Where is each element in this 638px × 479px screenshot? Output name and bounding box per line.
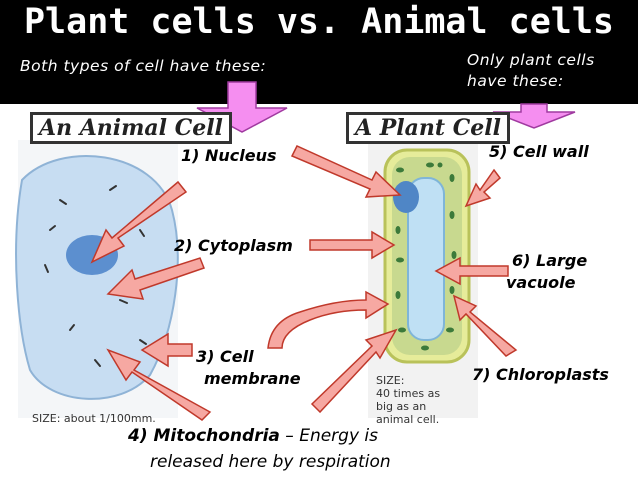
arrow-membrane-animal [140,332,193,368]
animal-cell-label: An Animal Cell [30,112,232,144]
vacuole-line2: vacuole [506,273,576,292]
arrow-mito-plant [310,328,398,414]
cytoplasm-label: 2) Cytoplasm [174,236,293,255]
only-plant-text: Only plant cells have these: [467,50,637,92]
cell-membrane-label: 3) Cell membrane [196,346,301,390]
arrow-vacuole [434,256,509,286]
only-plant-line1: Only plant cells [467,51,595,69]
cell-membrane-line1: 3) Cell [196,347,254,366]
mitochondria-line2: released here by respiration [150,452,391,472]
arrow-cell-wall [464,168,502,208]
plant-chloroplasts [395,162,457,351]
plant-size-note: SIZE: 40 times as big as an animal cell. [376,374,440,426]
arrow-cytoplasm-animal [106,257,205,300]
mitochondria-name: 4) Mitochondria [128,426,280,446]
header-bar [0,0,638,104]
animal-size-note: SIZE: about 1/100mm. [32,412,156,425]
mitochondria-desc: – Energy is [279,426,378,446]
plant-size-line3: big as an [376,400,427,413]
cell-membrane-line2: membrane [204,369,301,388]
callout-arrows [90,145,518,421]
vacuole-label: 6) Large vacuole [506,250,587,294]
chloroplasts-label: 7) Chloroplasts [472,365,609,384]
cell-wall-label: 5) Cell wall [489,142,589,161]
page-title: Plant cells vs. Animal cells [23,2,614,42]
only-plant-line2: have these: [467,72,564,90]
vacuole-line1: 6) Large [512,251,588,270]
animal-mitochondria [44,185,147,367]
plant-vacuole [407,177,445,341]
plant-size-line4: animal cell. [376,413,440,426]
mitochondria-label: 4) Mitochondria – Energy is [128,426,378,446]
plant-size-line1: SIZE: [376,374,405,387]
arrow-chloroplasts [452,294,518,357]
arrow-nucleus-plant [290,145,402,198]
arrow-mito-animal [106,348,212,421]
plant-nucleus [393,181,419,213]
plant-size-line2: 40 times as [376,387,441,400]
nucleus-label: 1) Nucleus [181,146,277,165]
arrow-membrane-plant [267,290,390,349]
arrow-nucleus-animal [90,180,188,264]
down-arrow-only-plant [492,103,576,129]
plant-cell-label: A Plant Cell [346,112,510,144]
both-types-text: Both types of cell have these: [20,57,267,75]
arrow-cytoplasm-plant [309,230,396,260]
